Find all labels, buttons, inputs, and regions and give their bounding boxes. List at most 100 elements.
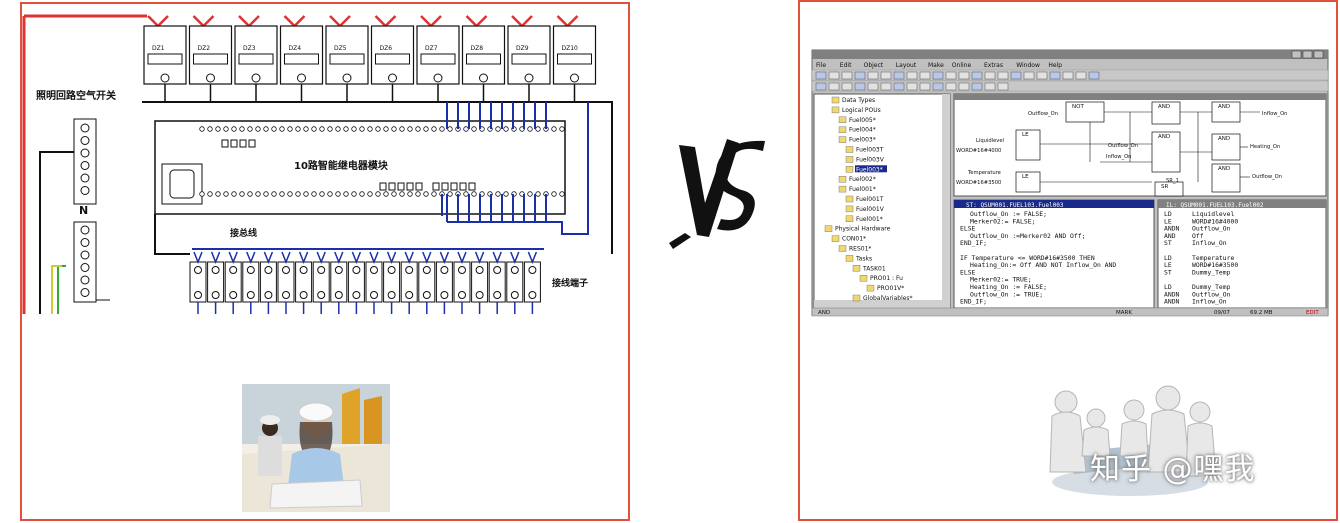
- il-op: LE: [1164, 261, 1172, 269]
- toolbar-button[interactable]: [1062, 71, 1074, 80]
- tree-item[interactable]: Fuel003V: [856, 156, 885, 163]
- toolbar-button[interactable]: [1023, 71, 1035, 80]
- tree-item[interactable]: Fuel001*: [849, 186, 876, 193]
- tree-item[interactable]: Fuel001V: [856, 206, 885, 213]
- tree-item[interactable]: Fuel005*: [849, 117, 876, 124]
- zhihu-watermark: 知乎 @嘿我: [1090, 452, 1256, 487]
- toolbar-button[interactable]: [971, 71, 983, 80]
- tree-item[interactable]: Fuel001T: [856, 196, 884, 203]
- tree-item[interactable]: Fuel004*: [849, 127, 876, 134]
- tree-item[interactable]: CON01*: [842, 236, 866, 243]
- breaker-6: DZ6: [370, 15, 415, 102]
- maximize-button[interactable]: [1302, 50, 1313, 59]
- toolbar-button[interactable]: [828, 71, 840, 80]
- fbd-sr-block: [1154, 181, 1184, 197]
- st-code-line: Merker02:= FALSE;: [970, 217, 1035, 225]
- toolbar-button[interactable]: [1088, 71, 1100, 80]
- menu-item[interactable]: Object: [864, 62, 884, 69]
- toolbar-button[interactable]: [919, 71, 931, 80]
- toolbar-button[interactable]: [815, 71, 827, 80]
- st-code-line: END_IF;: [960, 239, 987, 247]
- status-state: EDIT: [1306, 310, 1319, 316]
- window-controls: [1291, 50, 1324, 59]
- fbd-and-block: [1211, 163, 1241, 193]
- toolbar-button[interactable]: [854, 82, 866, 91]
- toolbar: [811, 69, 1329, 92]
- toolbar-button[interactable]: [932, 71, 944, 80]
- toolbar-button[interactable]: [919, 82, 931, 91]
- tree-item[interactable]: Tasks: [855, 255, 872, 262]
- tree-item[interactable]: Physical Hardware: [835, 226, 891, 233]
- menu-item[interactable]: Extras: [984, 62, 1003, 69]
- toolbar-button[interactable]: [906, 82, 918, 91]
- menu-item[interactable]: Layout: [896, 62, 917, 69]
- tree-item[interactable]: Fuel003*: [849, 137, 876, 144]
- tree-item[interactable]: RES01*: [849, 246, 871, 253]
- toolbar-button[interactable]: [893, 82, 905, 91]
- st-code-line: Merker02:= TRUE;: [970, 276, 1032, 284]
- menu-item[interactable]: File: [816, 62, 826, 69]
- breaker-3: DZ3: [234, 15, 278, 102]
- menu-item[interactable]: Help: [1048, 62, 1062, 69]
- toolbar-button[interactable]: [880, 82, 892, 91]
- st-editor-title: ST: QSUM001.FUEL103.Fuel003: [966, 202, 1064, 209]
- tree-item[interactable]: Fuel003T: [856, 147, 884, 154]
- toolbar-button[interactable]: [867, 82, 879, 91]
- toolbar-button[interactable]: [893, 71, 905, 80]
- toolbar-button[interactable]: [932, 82, 944, 91]
- tree-item[interactable]: Fuel002*: [849, 176, 876, 183]
- minimize-button[interactable]: [1291, 50, 1302, 59]
- plc-software-window: File Edit Object Layout Make Online Extras Wind…: [811, 49, 1329, 317]
- toolbar-button[interactable]: [854, 71, 866, 80]
- tree-item[interactable]: TASK01: [862, 265, 886, 272]
- toolbar-button[interactable]: [841, 82, 853, 91]
- terminal-block: [224, 251, 242, 314]
- engineer-photo: [242, 384, 390, 512]
- menu-item[interactable]: Make: [928, 62, 944, 69]
- tree-item[interactable]: Fuel001*: [856, 216, 883, 223]
- toolbar-button[interactable]: [971, 82, 983, 91]
- il-operand: Outflow_On: [1192, 290, 1231, 298]
- toolbar-button[interactable]: [997, 82, 1009, 91]
- fbd-var-label: WORD#16#3500: [956, 180, 1001, 186]
- toolbar-button[interactable]: [828, 82, 840, 91]
- toolbar-button[interactable]: [1010, 71, 1022, 80]
- close-button[interactable]: [1313, 50, 1324, 59]
- toolbar-button[interactable]: [906, 71, 918, 80]
- toolbar-button[interactable]: [984, 71, 996, 80]
- fbd-var-label: SR_1: [1166, 178, 1179, 184]
- st-editor-pane: [953, 199, 1155, 309]
- st-code-line: Outflow_On := TRUE;: [970, 290, 1043, 298]
- toolbar-button[interactable]: [880, 71, 892, 80]
- tree-item[interactable]: Logical POUs: [842, 107, 881, 114]
- toolbar-button[interactable]: [815, 82, 827, 91]
- tree-item[interactable]: Fuel003*: [856, 166, 883, 173]
- tree-item[interactable]: Data Types: [842, 97, 875, 104]
- toolbar-button[interactable]: [841, 71, 853, 80]
- toolbar-button[interactable]: [1036, 71, 1048, 80]
- status-mode: AND: [818, 310, 830, 316]
- toolbar-button[interactable]: [945, 71, 957, 80]
- terminal-block: [207, 251, 225, 314]
- breaker-7: DZ7: [416, 15, 460, 102]
- menu-item[interactable]: Window: [1016, 62, 1040, 69]
- svg-text:AND: AND: [1158, 134, 1170, 140]
- toolbar-button[interactable]: [1049, 71, 1061, 80]
- menu-item[interactable]: Edit: [840, 62, 852, 69]
- toolbar-button[interactable]: [867, 71, 879, 80]
- toolbar-button[interactable]: [945, 82, 957, 91]
- toolbar-button[interactable]: [997, 71, 1009, 80]
- toolbar-button[interactable]: [958, 71, 970, 80]
- il-operand: Inflow_On: [1192, 298, 1227, 306]
- toolbar-button[interactable]: [1075, 71, 1087, 80]
- tree-item[interactable]: PRO01 : Fu: [870, 275, 903, 282]
- menu-item[interactable]: Online: [952, 62, 972, 69]
- toolbar-button[interactable]: [984, 82, 996, 91]
- tree-item[interactable]: PRO01V*: [877, 285, 904, 292]
- n-terminal-lower: [73, 221, 97, 303]
- tree-item[interactable]: GlobalVariables*: [863, 295, 913, 302]
- il-op: LE: [1164, 217, 1172, 225]
- toolbar-button[interactable]: [958, 82, 970, 91]
- breaker-label: DZ10: [562, 45, 579, 52]
